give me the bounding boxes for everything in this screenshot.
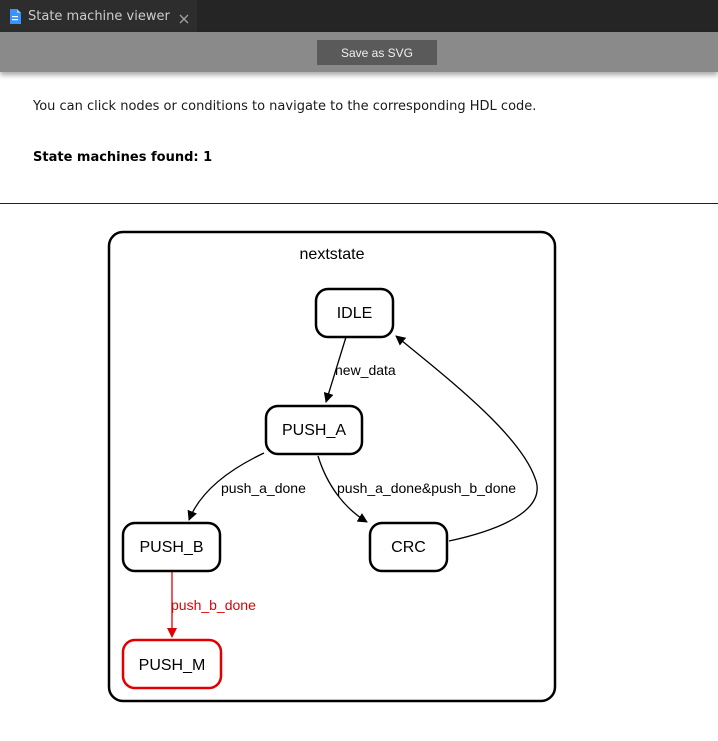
divider [0, 203, 718, 204]
edge-idle-to-push-a [323, 336, 347, 403]
toolbar: Save as SVG [0, 32, 718, 72]
edge-label-new-data[interactable]: new_data [335, 362, 396, 378]
node-push-m[interactable]: PUSH_M [121, 638, 223, 690]
close-icon[interactable] [178, 10, 190, 24]
edge-push-a-to-push-b [187, 452, 265, 521]
node-crc[interactable]: CRC [368, 521, 449, 573]
edge-label-push-b-done[interactable]: push_b_done [171, 597, 256, 613]
tab-state-machine-viewer[interactable]: State machine viewer [0, 0, 197, 32]
node-push-b[interactable]: PUSH_B [121, 521, 222, 573]
cluster-box [107, 230, 557, 703]
node-push-a[interactable]: PUSH_A [264, 404, 364, 456]
file-icon [9, 8, 21, 24]
tab-bar: State machine viewer [0, 0, 718, 32]
cluster-label: nextstate [300, 246, 365, 263]
node-label-push-a: PUSH_A [282, 422, 346, 439]
node-label-idle: IDLE [337, 305, 373, 322]
edge-push-a-to-crc [317, 455, 368, 523]
node-label-crc: CRC [391, 539, 426, 556]
state-machine-count: State machines found: 1 [33, 150, 213, 165]
node-label-push-b: PUSH_B [139, 539, 203, 556]
save-as-svg-button[interactable]: Save as SVG [317, 40, 437, 65]
instructions-text: You can click nodes or conditions to nav… [33, 99, 537, 114]
node-idle[interactable]: IDLE [314, 287, 395, 339]
edge-label-push-a-done[interactable]: push_a_done [221, 480, 306, 496]
tab-title: State machine viewer [28, 8, 170, 24]
edge-label-push-a-done-and-push-b-done[interactable]: push_a_done&push_b_done [337, 480, 516, 496]
edge-crc-to-idle [395, 335, 538, 542]
node-label-push-m: PUSH_M [139, 657, 206, 674]
